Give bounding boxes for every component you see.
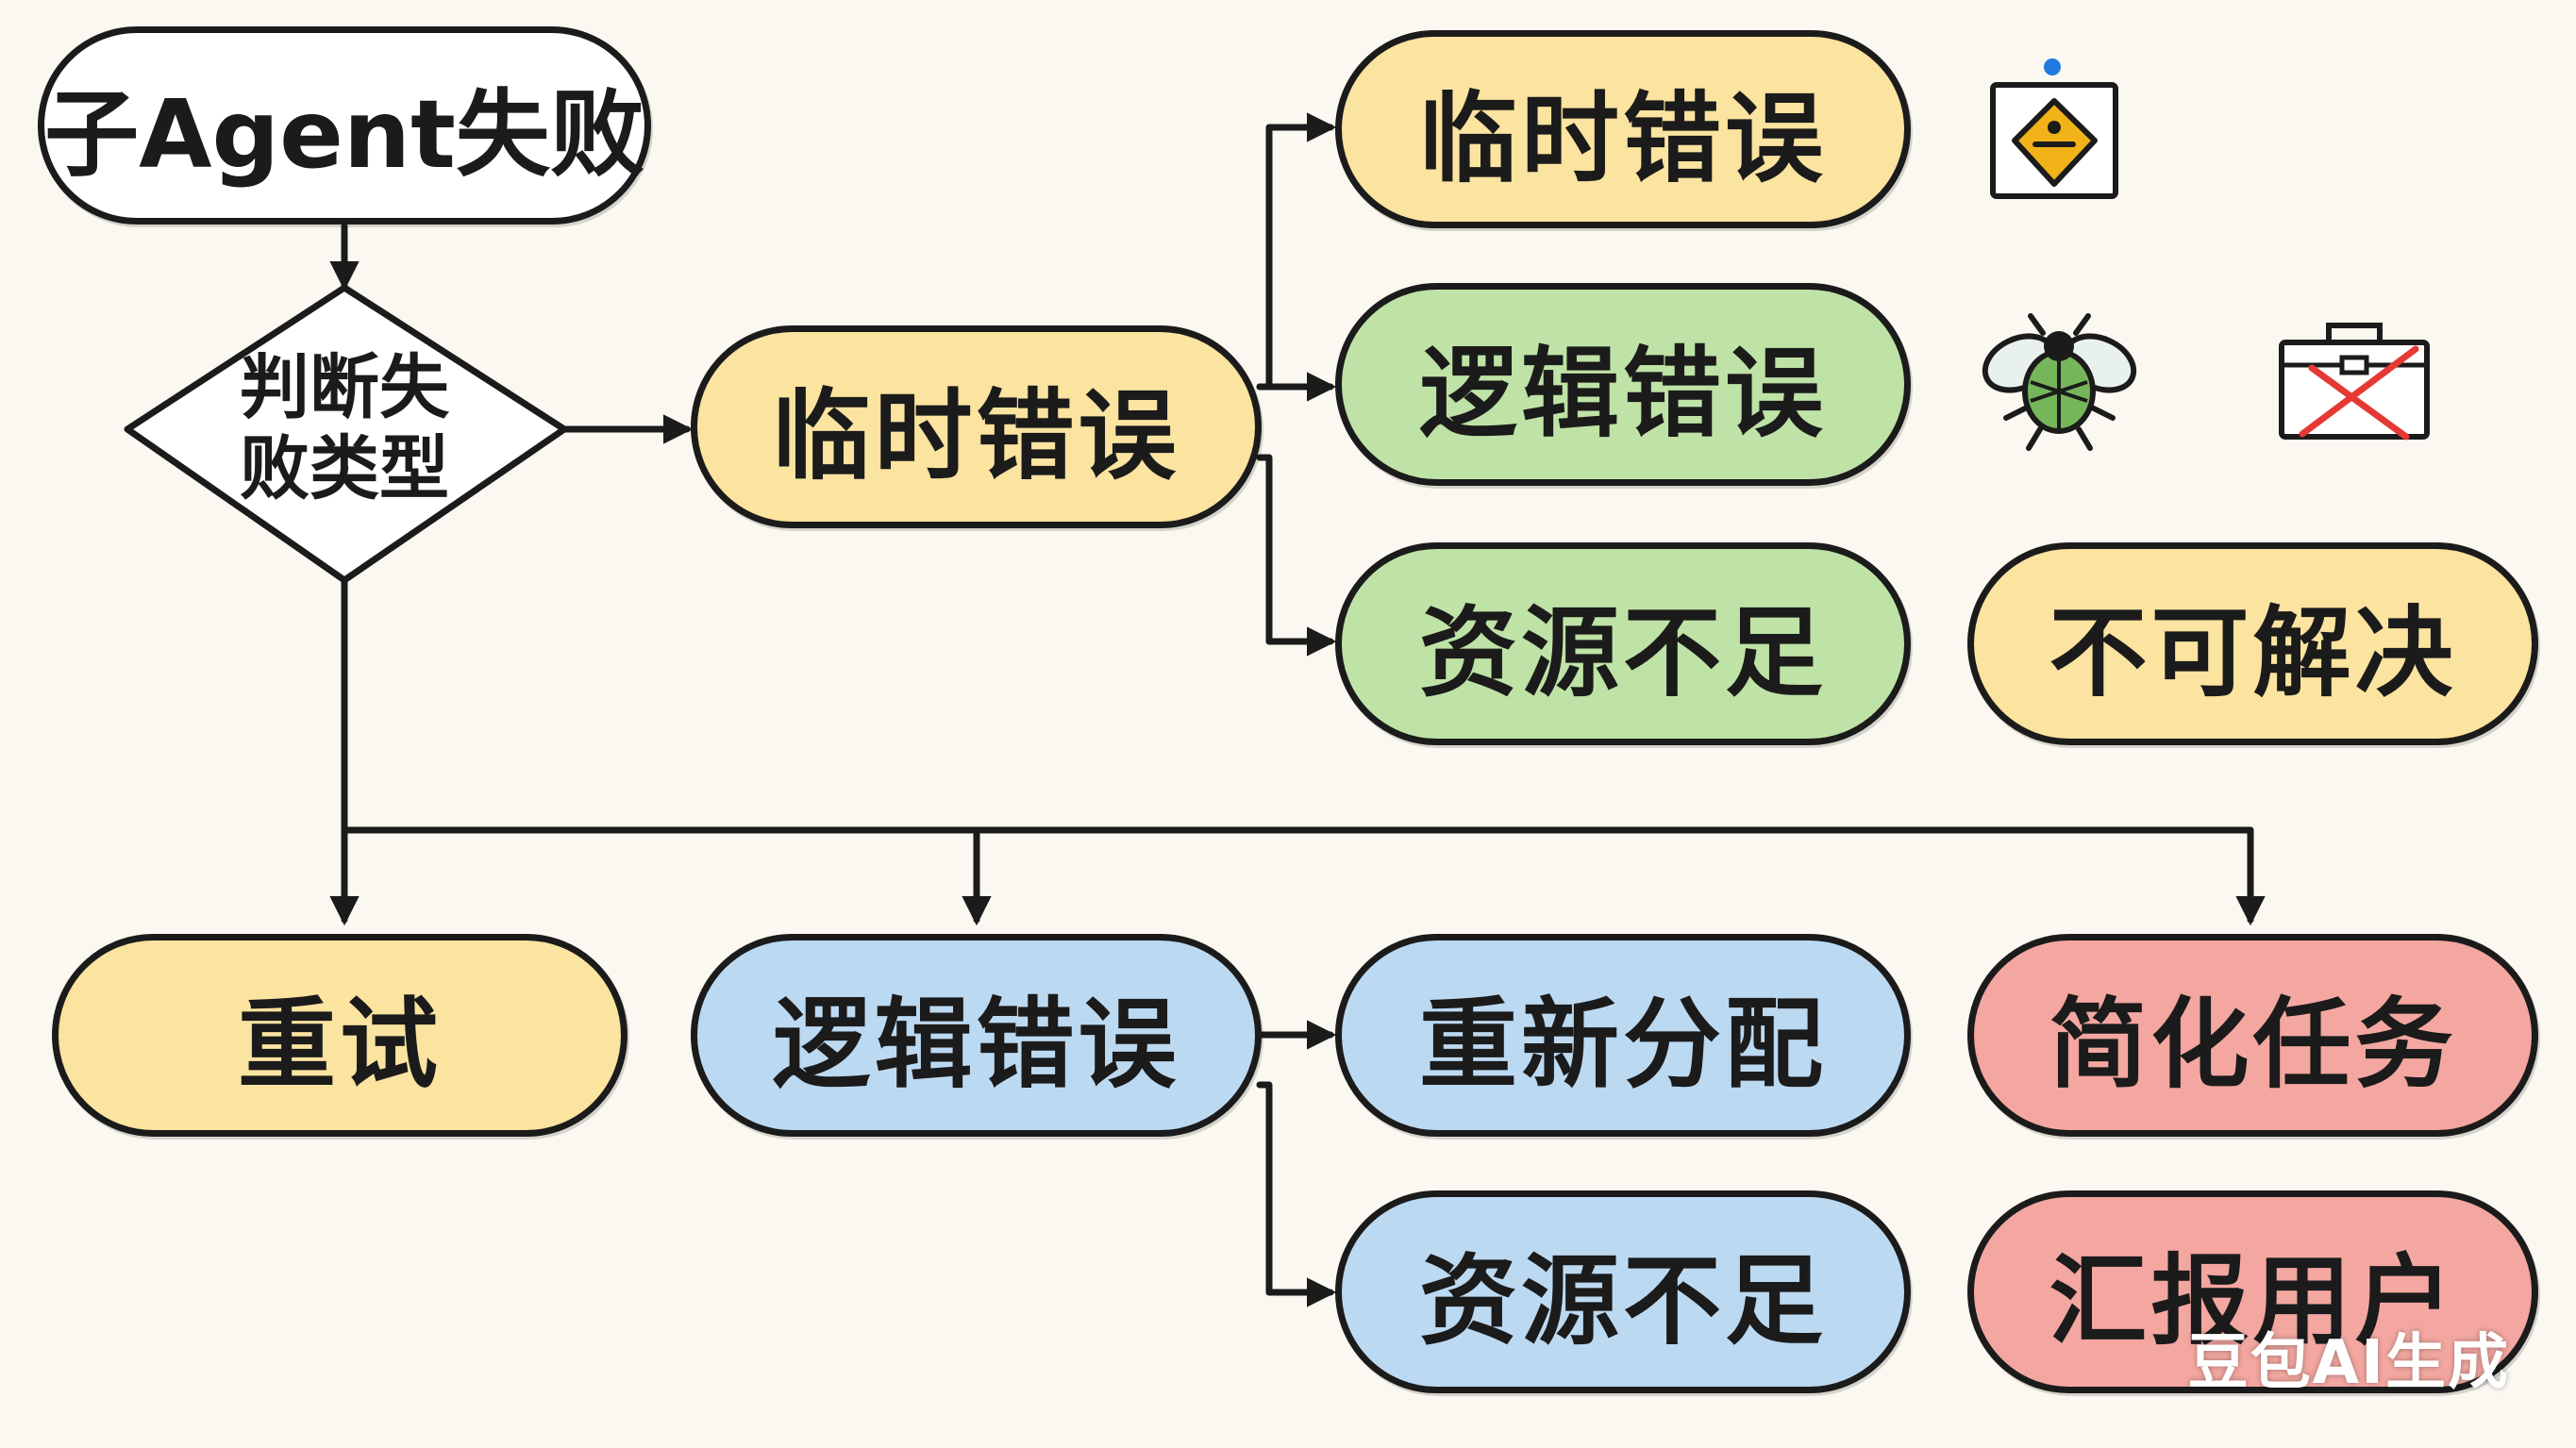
resource-shortage-action-node: 资源不足	[1335, 1190, 1911, 1393]
temporary-error-branch-node: 临时错误	[691, 325, 1262, 528]
decision-label-line1: 判断失	[240, 347, 449, 428]
broken-toolbox-icon	[2279, 323, 2430, 441]
simplify-task-node: 简化任务	[1967, 934, 2538, 1137]
decision-label-line2: 败类型	[240, 428, 449, 509]
decision-diamond	[124, 284, 568, 584]
logic-error-action-node: 逻辑错误	[691, 934, 1262, 1137]
decision-label: 判断失 败类型	[231, 347, 458, 509]
reassign-node: 重新分配	[1335, 934, 1911, 1137]
start-node: 子Agent失败	[38, 26, 651, 225]
report-user-node: 汇报用户	[1967, 1190, 2538, 1393]
retry-node: 重试	[52, 934, 627, 1137]
watermark: 豆包AI生成	[2187, 1328, 2510, 1398]
warning-sign-icon	[1990, 58, 2118, 199]
resource-shortage-node: 资源不足	[1335, 542, 1911, 745]
unsolvable-node: 不可解决	[1967, 542, 2538, 745]
bug-icon	[1982, 313, 2137, 451]
logic-error-node: 逻辑错误	[1335, 283, 1911, 486]
temporary-error-node: 临时错误	[1335, 30, 1911, 228]
